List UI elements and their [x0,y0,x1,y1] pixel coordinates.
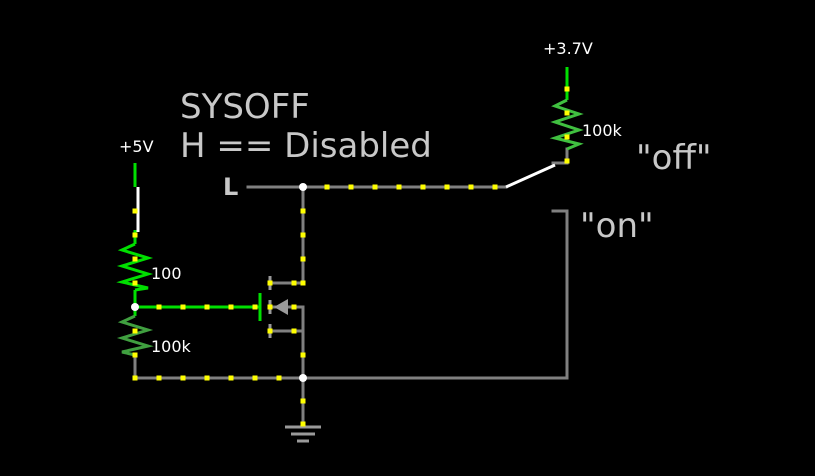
current-dot [300,208,306,214]
supply-5v-label: +5V [119,137,154,156]
current-dot [156,375,162,381]
node-l [299,183,307,191]
title-line-2: H == Disabled [180,126,432,166]
current-dot [228,304,234,310]
current-dot [132,208,138,214]
title-line-1: SYSOFF [180,87,310,127]
current-dot [564,110,570,116]
node-gate [131,303,139,311]
current-dot [300,421,306,427]
current-dot [291,304,297,310]
current-dot [300,232,306,238]
current-dot [372,184,378,190]
switch-off-label[interactable]: "off" [636,138,712,178]
switch-on-label[interactable]: "on" [580,206,654,246]
resistor-pulldown-body [116,314,154,357]
current-dot [444,184,450,190]
current-dot [348,184,354,190]
current-dot [324,184,330,190]
supply-3v7-label: +3.7V [543,39,593,58]
r-pullup-label: 100k [582,121,623,140]
r-series-label: 100 [151,264,182,283]
resistor-pullup-body [549,98,584,151]
current-dot [492,184,498,190]
current-dot [132,375,138,381]
current-dot [468,184,474,190]
current-dot [180,375,186,381]
resistor-series-body [116,242,154,292]
current-dot [252,304,258,310]
current-dot [180,304,186,310]
current-dot [291,328,297,334]
current-dot [267,280,273,286]
current-dot [132,232,138,238]
current-dot [132,352,138,358]
mosfet-arrow [274,299,288,315]
current-dot [564,158,570,164]
current-dot [291,280,297,286]
wires-high [133,67,569,321]
junction-nodes [131,183,307,382]
current-dot [132,328,138,334]
ground-icon [285,425,321,443]
r-pulldown-label: 100k [151,337,192,356]
current-dot [300,256,306,262]
current-dot [252,375,258,381]
current-dot [228,375,234,381]
current-dot [204,304,210,310]
current-dot [300,352,306,358]
current-dot [564,134,570,140]
current-dot [420,184,426,190]
current-dot [300,280,306,286]
current-dot [564,86,570,92]
current-dot [396,184,402,190]
current-dot [132,256,138,262]
current-dot [267,304,273,310]
node-ground [299,374,307,382]
current-dot [267,328,273,334]
current-dot [276,375,282,381]
current-dot [156,304,162,310]
current-dot [132,280,138,286]
node-state-label: L [223,173,238,201]
current-dot [300,398,306,404]
current-dot [204,375,210,381]
spdt-switch-icon[interactable] [505,163,556,189]
resistor-icon [116,98,584,357]
